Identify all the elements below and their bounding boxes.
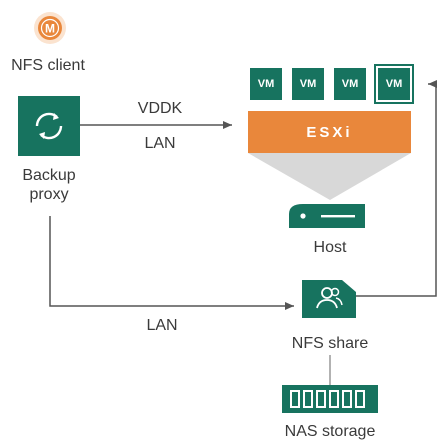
share-to-vm-connector [356, 80, 437, 297]
nfs-client-icon: M [32, 10, 68, 46]
lan-bottom-label: LAN [146, 317, 178, 334]
nfs-client-label: NFS client [11, 57, 85, 74]
lan-top-label: LAN [144, 135, 176, 152]
host-server-icon [289, 204, 365, 228]
backup-proxy-icon [18, 96, 80, 156]
host-cone [248, 153, 411, 200]
lan-connector [49, 216, 294, 310]
vm-2[interactable]: VM [292, 68, 324, 100]
vddk-label: VDDK [137, 100, 183, 117]
nfs-client-badge: M [45, 22, 55, 36]
vm-3[interactable]: VM [334, 68, 366, 100]
backup-proxy-label: Backup proxy [22, 167, 76, 203]
vm-1[interactable]: VM [250, 68, 282, 100]
host-label: Host [313, 239, 347, 256]
nas-storage-label: NAS storage [284, 423, 376, 440]
nfs-share-label: NFS share [291, 335, 369, 352]
vm-4-selected[interactable]: VM [378, 68, 410, 100]
nfs-share-icon [302, 278, 356, 318]
esxi-bar: ESXi [248, 111, 411, 153]
nas-storage-icon [282, 385, 378, 413]
